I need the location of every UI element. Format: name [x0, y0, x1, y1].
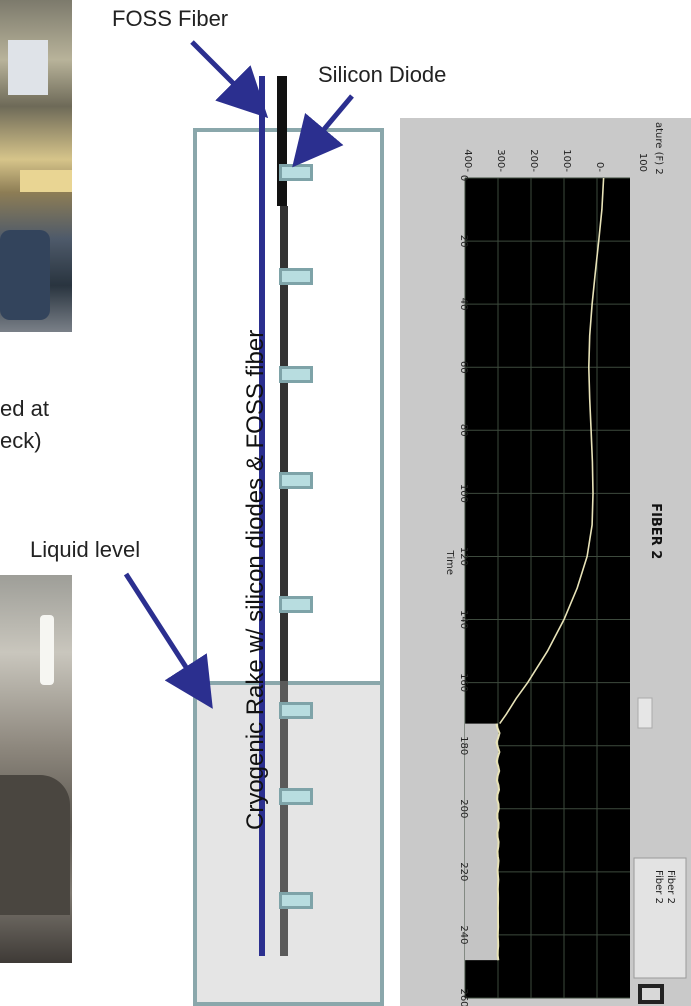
rake-bar-mid — [280, 206, 288, 681]
liquid-level-label: Liquid level — [30, 537, 141, 562]
x-tick-label: 120 — [458, 547, 469, 566]
x-axis-label: Time — [444, 550, 455, 575]
x-tick-label: 80 — [458, 424, 469, 437]
silicon-diode — [279, 596, 313, 613]
silicon-diode — [279, 702, 313, 719]
foss-fiber-label: FOSS Fiber — [112, 6, 229, 31]
x-tick-label: 260 — [458, 988, 469, 1006]
silicon-diode-label: Silicon Diode — [318, 62, 447, 87]
noise-block — [465, 723, 498, 961]
silicon-diode-arrow — [292, 94, 354, 168]
y-tick-label: 400- — [462, 149, 473, 172]
fiber-chart-panel: 100 0- 100- 200- 300- 400- ature (F) 2 0 20 40 60 8… — [400, 118, 691, 1006]
rake-bar-top — [277, 76, 287, 206]
foss-fiber-arrow — [190, 40, 269, 119]
legend-entry: Fiber 2 — [665, 870, 676, 904]
x-tick-label: 180 — [458, 736, 469, 755]
x-tick-label: 0 — [458, 175, 469, 181]
y-tick-label: 0- — [594, 162, 605, 172]
fiber-chart: 100 0- 100- 200- 300- 400- ature (F) 2 0 20 40 60 8… — [444, 122, 687, 1006]
foss-fiber-line — [259, 76, 265, 956]
chart-title: FIBER 2 — [648, 503, 663, 559]
noise-edge — [495, 723, 501, 961]
liquid-level-line — [193, 681, 384, 685]
y-tick-label: 200- — [528, 149, 539, 172]
x-tick-label: 140 — [458, 610, 469, 629]
equipment-photo-bottom — [0, 575, 72, 963]
silicon-diode — [279, 892, 313, 909]
rake-outline — [193, 128, 384, 1006]
x-tick-label: 200 — [458, 799, 469, 818]
equipment-photo-top — [0, 0, 72, 332]
liquid-level-arrow — [123, 572, 213, 709]
x-tick-label: 240 — [458, 925, 469, 944]
legend-box — [633, 857, 687, 979]
silicon-diode — [279, 472, 313, 489]
y-tick-label: 100 — [637, 153, 648, 172]
photo-caption-line1: ed at — [0, 396, 49, 421]
liquid-region — [195, 683, 382, 1006]
panel-tab — [637, 697, 653, 729]
y-axis-label: ature (F) 2 — [653, 122, 664, 175]
y-tick-label: 100- — [561, 149, 572, 172]
y-tick-label: 300- — [495, 149, 506, 172]
fiber-trace — [499, 177, 605, 725]
x-tick-label: 100 — [458, 484, 469, 503]
legend-entry: Fiber 2 — [653, 870, 664, 904]
silicon-diode — [279, 788, 313, 805]
x-tick-label: 160 — [458, 673, 469, 692]
x-tick-label: 220 — [458, 862, 469, 881]
photo-caption-line2: eck) — [0, 428, 42, 453]
silicon-diode — [279, 268, 313, 285]
rake-bar-submerged — [280, 681, 288, 956]
legend-control-inner — [642, 988, 660, 1000]
silicon-diode — [279, 366, 313, 383]
x-tick-label: 40 — [458, 298, 469, 311]
x-tick-label: 60 — [458, 361, 469, 374]
x-tick-label: 20 — [458, 235, 469, 248]
